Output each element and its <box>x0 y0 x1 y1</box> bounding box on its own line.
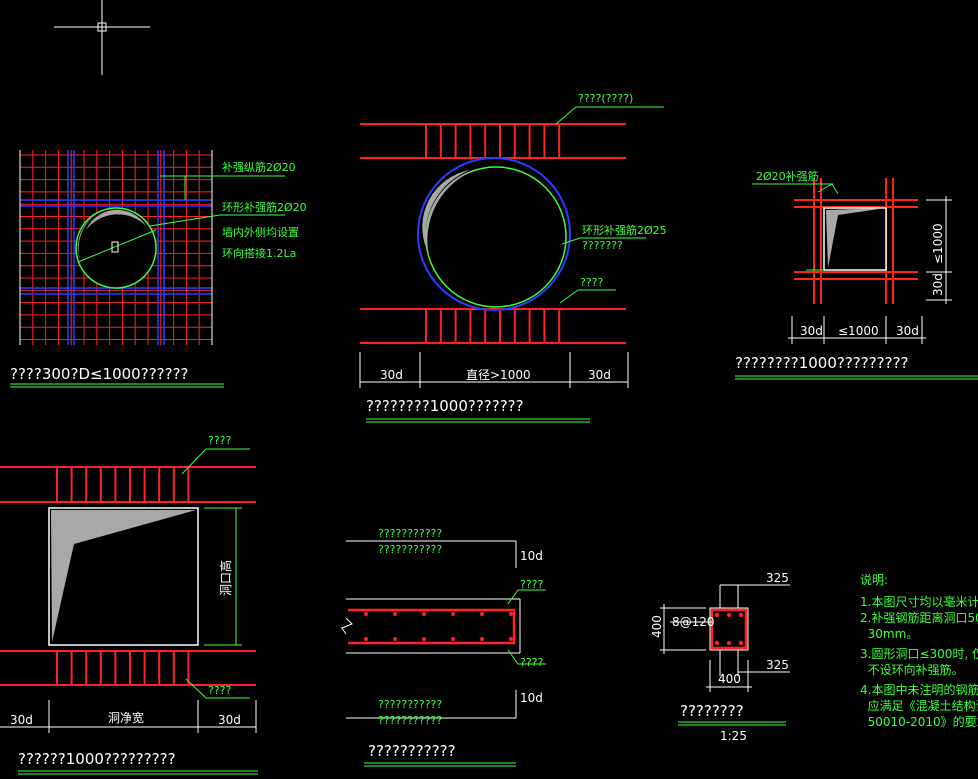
notes-line-7: 应满足《混凝土结构设计 <box>860 698 978 713</box>
detail-f-dim-top: 325 <box>766 571 789 585</box>
detail-a-opening <box>75 207 157 289</box>
detail-e-top-line-2: ??????????? <box>378 543 442 556</box>
detail-b-top-stirrups <box>425 124 561 158</box>
detail-e-label-upper: ???? <box>520 578 544 591</box>
detail-e-section-bars <box>364 612 513 641</box>
detail-e-edge-section: 10d 10d ??????????? ??????????? ????????… <box>341 527 546 767</box>
detail-d-dim-left: 30d <box>10 713 33 727</box>
notes-line-1: 1.本图尺寸均以毫米计。 <box>860 594 978 609</box>
detail-c-dim-side-top: ≤1000 <box>931 223 945 264</box>
detail-a-label-ring: 环形补强筋2Ø20 <box>222 200 307 214</box>
detail-c-dim-bottom-left: 30d <box>800 324 823 338</box>
detail-a-label-lap: 环向搭接1.2La <box>222 246 296 260</box>
detail-d-title: ??????1000????????? <box>18 750 176 768</box>
detail-b-label-lower: ???? <box>580 276 604 289</box>
detail-b-dim-right: 30d <box>588 368 611 382</box>
notes-line-4: 3.圆形洞口≤300时, 仅调 <box>860 647 978 661</box>
notes-heading: 说明: <box>860 572 888 587</box>
detail-d-label-top: ???? <box>208 434 232 447</box>
detail-d-top-stirrups <box>56 467 190 502</box>
detail-a-label-vertical: 补强纵筋2Ø20 <box>222 160 296 174</box>
notes-line-8: 50010-2010》的要求 <box>860 714 978 729</box>
detail-f-column-section: 325 325 400 400 8@120 ???????? 1:25 <box>650 571 790 743</box>
detail-e-bottom-line-1: ??????????? <box>378 698 442 711</box>
detail-c-dim-bottom-right: 30d <box>896 324 919 338</box>
detail-a-label-inner: 墙内外侧均设置 <box>222 225 299 239</box>
detail-e-bottom-line-2: ??????????? <box>378 714 442 727</box>
crosshair-cursor-icon <box>54 0 150 75</box>
detail-b-label-ring: 环形补强筋2Ø25 <box>582 223 667 237</box>
detail-b-label-ring-sub: ??????? <box>582 239 623 252</box>
detail-d-label-bottom: ???? <box>208 684 232 697</box>
detail-f-dim-bottom: 325 <box>766 658 789 672</box>
detail-d-large-rect-opening: ???? ???? 洞口高 30d 洞净宽 30d ??????1000????… <box>0 434 258 775</box>
detail-e-top-line-1: ??????????? <box>378 527 442 540</box>
detail-f-dim-height: 400 <box>650 615 664 638</box>
detail-e-dim-top: 10d <box>520 549 543 563</box>
detail-a-small-round-opening: 补强纵筋2Ø20 环形补强筋2Ø20 墙内外侧均设置 环向搭接1.2La ???… <box>10 150 307 388</box>
detail-c-small-rect-opening: 2Ø20补强筋 ≤1000 30d 30d ≤1000 30d ????????… <box>735 169 978 380</box>
detail-f-scale: 1:25 <box>720 729 747 743</box>
notes-block: 说明: 1.本图尺寸均以毫米计。 2.补强钢筋距离洞口50mm 30mm。 3.… <box>860 572 978 729</box>
detail-c-dim-side-bottom: 30d <box>931 273 945 296</box>
detail-b-label-stirrup: ????(????) <box>578 92 633 105</box>
detail-b-bottom-stirrups <box>425 309 561 343</box>
detail-e-title: ??????????? <box>368 742 456 760</box>
detail-b-dim-left: 30d <box>380 368 403 382</box>
detail-a-leaders <box>149 175 285 227</box>
detail-b-dim-middle: 直径>1000 <box>466 368 531 382</box>
detail-c-title: ????????1000????????? <box>735 354 909 372</box>
detail-b-large-round-opening: ????(????) 环形补强筋2Ø25 ??????? ???? 30d 直径… <box>359 92 667 423</box>
detail-e-dim-bottom: 10d <box>520 691 543 705</box>
detail-f-stirrup: 8@120 <box>672 615 715 629</box>
detail-e-label-lower: ???? <box>520 656 544 669</box>
detail-a-title: ????300?D≤1000?????? <box>10 365 189 383</box>
notes-line-3: 30mm。 <box>860 627 918 641</box>
detail-f-title: ???????? <box>680 702 744 720</box>
notes-line-6: 4.本图中未注明的钢筋锚固 <box>860 682 978 697</box>
detail-d-dim-right: 30d <box>218 713 241 727</box>
detail-f-dim-width: 400 <box>718 672 741 686</box>
detail-d-dim-middle: 洞净宽 <box>108 710 144 725</box>
detail-b-title: ????????1000??????? <box>366 397 524 415</box>
notes-line-2: 2.补强钢筋距离洞口50mm <box>860 610 978 625</box>
notes-line-5: 不设环向补强筋。 <box>860 662 964 677</box>
detail-c-dim-bottom-middle: ≤1000 <box>838 324 879 338</box>
detail-c-label-top: 2Ø20补强筋 <box>756 169 819 183</box>
detail-d-bottom-stirrups <box>56 651 190 685</box>
detail-d-label-height: 洞口高 <box>218 560 233 596</box>
